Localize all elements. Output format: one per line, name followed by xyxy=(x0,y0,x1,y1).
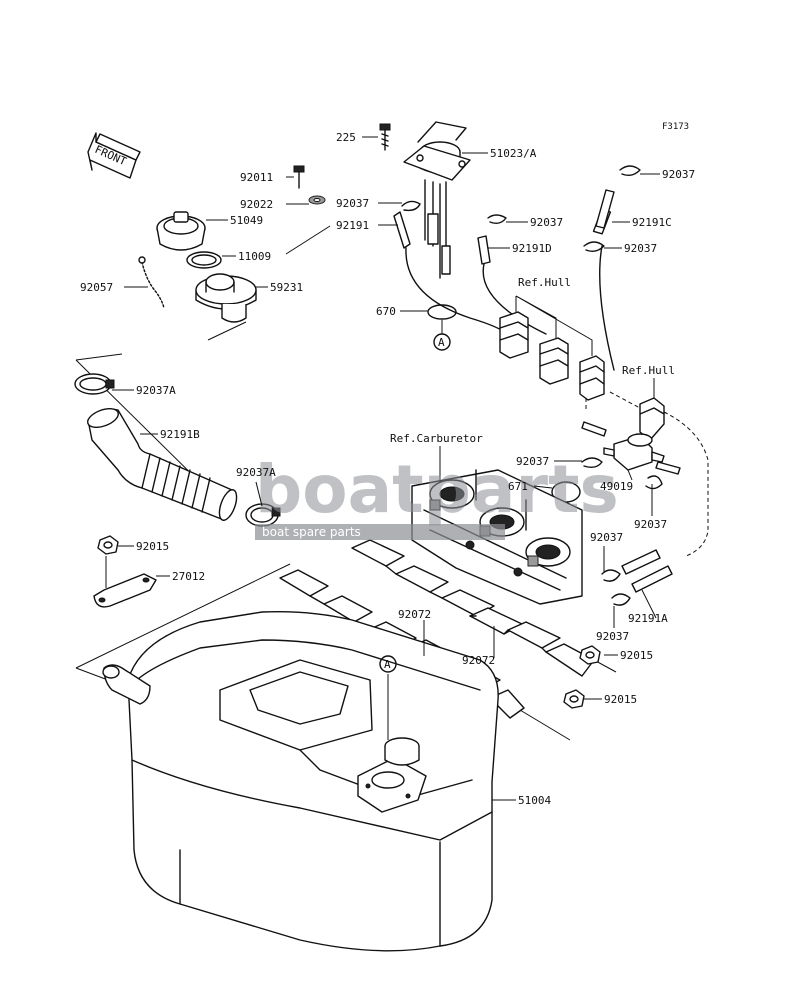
label-92037-c: 92037 xyxy=(662,168,695,181)
nut-92015-2-icon xyxy=(579,645,601,665)
watermark: boatparts boat spare parts xyxy=(255,451,619,540)
label-51023A: 51023/A xyxy=(490,147,537,160)
callout-a-top: A xyxy=(433,333,451,351)
label-59231: 59231 xyxy=(270,281,303,294)
fuel-valve-assembly xyxy=(403,121,471,279)
label-92037-d: 92037 xyxy=(624,242,657,255)
watermark-tagline: boat spare parts xyxy=(262,525,361,539)
label-92015-1: 92015 xyxy=(136,540,169,553)
label-11009: 11009 xyxy=(238,250,271,263)
label-670: 670 xyxy=(376,305,396,318)
watermark-brand: boatparts xyxy=(255,451,619,528)
filler-neck-59231 xyxy=(195,273,257,323)
hull-clip-1 xyxy=(499,311,529,359)
clamp-92037-c-icon xyxy=(619,165,641,177)
front-arrow-icon: FRONT xyxy=(87,132,141,179)
clamp-92037-g-icon xyxy=(601,569,621,582)
label-671: 671 xyxy=(508,480,528,493)
hose-short-1 xyxy=(581,421,607,437)
oring-11009 xyxy=(186,251,222,269)
label-92191: 92191 xyxy=(336,219,369,232)
nut-92015-3-icon xyxy=(563,689,585,709)
clamp-92037-e-icon xyxy=(581,457,603,469)
screw-225-icon xyxy=(379,123,391,151)
label-92191A: 92191A xyxy=(628,612,668,625)
intake-hose-92191B xyxy=(87,408,238,521)
hose-92191D xyxy=(477,235,491,265)
label-92072-1: 92072 xyxy=(398,608,431,621)
label-92037A-1: 92037A xyxy=(136,384,176,397)
clamp-92037A-1-icon xyxy=(74,373,115,395)
label-92011: 92011 xyxy=(240,171,273,184)
label-92037A-2: 92037A xyxy=(236,466,276,479)
label-92057: 92057 xyxy=(80,281,113,294)
label-92037-b: 92037 xyxy=(530,216,563,229)
oring-670 xyxy=(427,304,457,320)
nut-92015-1-icon xyxy=(97,535,119,555)
label-51049: 51049 xyxy=(230,214,263,227)
fuel-tank-51004 xyxy=(75,563,499,952)
clamp-92037-b-icon xyxy=(487,214,507,225)
clamp-92037-h-icon xyxy=(611,593,631,606)
label-92015-2: 92015 xyxy=(620,649,653,662)
ref-hull-right: Ref.Hull xyxy=(622,364,675,377)
mount-rubber-92072-upper xyxy=(351,539,595,677)
strap-92057 xyxy=(138,256,165,309)
ref-carburetor: Ref.Carburetor xyxy=(390,432,483,445)
label-92037-h: 92037 xyxy=(596,630,629,643)
hose-short-2 xyxy=(655,461,681,475)
hull-clip-3 xyxy=(579,355,605,401)
bracket-27012 xyxy=(93,573,157,608)
label-92015-3: 92015 xyxy=(604,693,637,706)
clamp-92037-a-icon xyxy=(401,200,421,212)
label-27012: 27012 xyxy=(172,570,205,583)
label-49019: 49019 xyxy=(600,480,633,493)
hose-92191C xyxy=(592,189,615,235)
label-92022: 92022 xyxy=(240,198,273,211)
hose-92191A xyxy=(621,549,673,593)
figure-id: F3173 xyxy=(662,122,689,132)
label-92037-a: 92037 xyxy=(336,197,369,210)
callout-a-bottom-label: A xyxy=(384,658,391,671)
filler-cap-51049 xyxy=(156,211,206,251)
hull-clip-2 xyxy=(539,337,569,385)
ref-hull-top: Ref.Hull xyxy=(518,276,571,289)
bolt-92011-icon xyxy=(293,165,305,189)
clamp-92037-d-icon xyxy=(583,241,605,253)
label-92037-f: 92037 xyxy=(634,518,667,531)
label-92191B: 92191B xyxy=(160,428,200,441)
label-225: 225 xyxy=(336,131,356,144)
washer-92022-icon xyxy=(308,195,326,205)
label-51004: 51004 xyxy=(518,794,551,807)
label-92037-g: 92037 xyxy=(590,531,623,544)
label-92191D: 92191D xyxy=(512,242,552,255)
callout-a-top-label: A xyxy=(438,336,445,349)
label-92072-2: 92072 xyxy=(462,654,495,667)
callout-a-bottom: A xyxy=(379,655,397,673)
hose-92191 xyxy=(393,211,411,249)
label-92037-e: 92037 xyxy=(516,455,549,468)
clamp-92037-f-icon xyxy=(645,475,663,490)
fuel-filter-49019 xyxy=(603,433,665,471)
label-92191C: 92191C xyxy=(632,216,672,229)
